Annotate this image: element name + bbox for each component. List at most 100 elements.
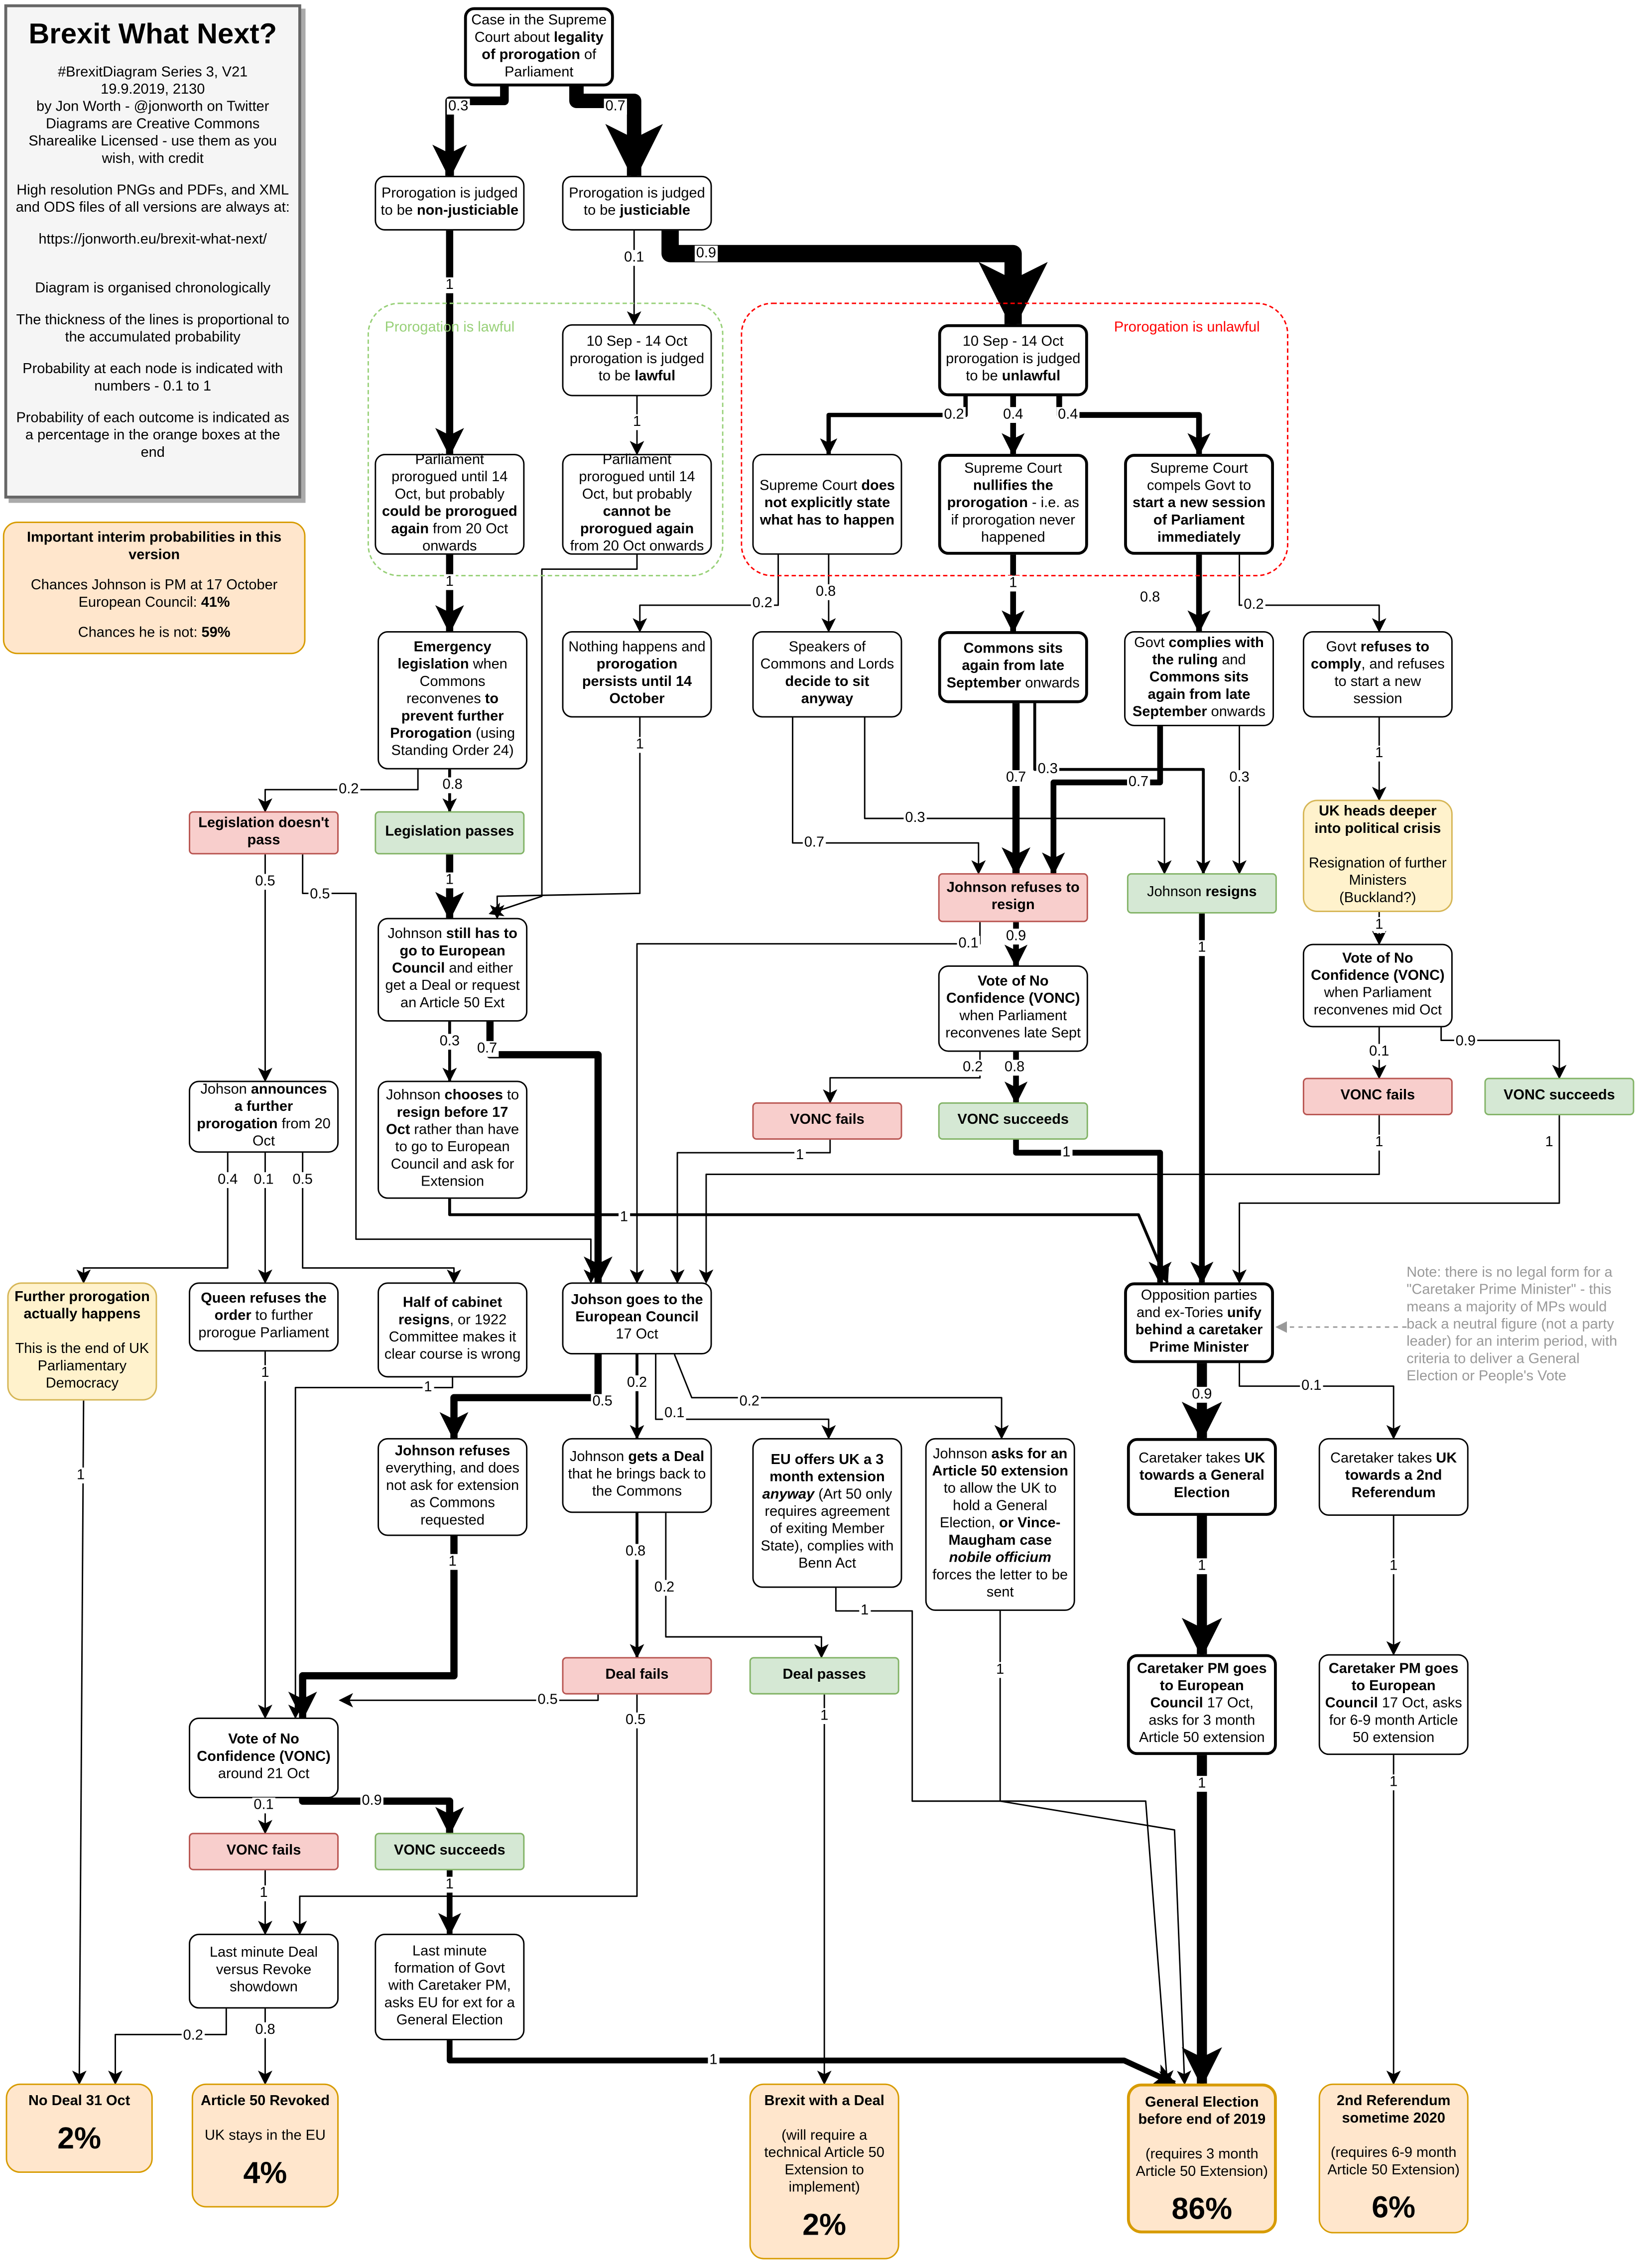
node-text: Caretaker PM goes to European Council 17… [1134,1661,1269,1748]
group-label-unlawful: Prorogation is unlawful [1114,320,1260,336]
node-text: Supreme Court nullifies the prorogation … [945,461,1081,548]
node-j-still: Johnson still has to go to European Coun… [378,918,528,1022]
edge-probability-label: 0.1 [623,250,646,266]
node-ct-ref: Caretaker takes UK towards a 2nd Referen… [1318,1438,1469,1516]
node-text: Vote of No Confidence (VONC) when Parlia… [1308,951,1447,1020]
edge-probability-label: 0.8 [1138,590,1162,606]
pm-chance-value: 41% [201,595,230,611]
node-text: Vote of No Confidence (VONC) around 21 O… [195,1732,333,1784]
node-text: Emergency legislation when Commons recon… [383,640,522,761]
node-text: Opposition parties and ex-Tories unify b… [1132,1288,1267,1357]
node-text-segment: Caretaker PM goes to European Council [1325,1661,1459,1712]
website-link[interactable]: https://jonworth.eu/brexit-what-next/ [38,232,267,248]
node-goes-ec: Johson goes to the European Council 17 O… [562,1282,712,1355]
node-text-segment: Deal passes [782,1667,866,1683]
node-vonc-succ21: VONC succeeds [375,1833,525,1870]
node-pm-ref: Caretaker PM goes to European Council 17… [1318,1654,1469,1755]
node-text-segment: gets a Deal [628,1449,705,1466]
node-text-segment: Johnson [387,926,446,942]
thickness-note: The thickness of the lines is proportion… [16,312,289,346]
node-sc-not: Supreme Court does not explicitly state … [752,454,902,555]
node-text: Half of cabinet resigns, or 1922 Committ… [383,1295,522,1364]
node-text-segment: and [1218,653,1246,669]
edge-probability-label: 0.8 [624,1544,647,1560]
edge-probability-label: 1 [444,1876,455,1893]
node-text-segment: from 20 Oct [252,1116,331,1150]
edge-probability-label: 0.3 [903,810,927,826]
node-text-segment: to further prorogue Parliament [198,1308,329,1342]
node-text-segment: resigns [1205,885,1257,901]
node-text-segment: This is the end of UK Parliamentary Demo… [15,1341,149,1392]
caretaker-note: Note: there is no legal form for a "Care… [1406,1265,1618,1385]
edge-arrow [439,1354,602,1441]
node-text-segment: to allow the UK to hold a General Electi… [940,1481,1057,1532]
edge-arrow [72,1400,87,2085]
node-text: Caretaker takes UK towards a General Ele… [1134,1451,1269,1503]
edge-probability-label: 0.9 [1005,929,1028,945]
edge-arrow [302,854,598,1284]
edge-probability-label: 0.1 [252,1172,275,1188]
node-queen: Queen refuses the order to further proro… [189,1282,339,1352]
node-text: Johnson chooses to resign before 17 Oct … [383,1088,522,1192]
node-text-segment: could be prorogued again [381,504,517,537]
edge-probability-label: 1 [859,1603,871,1619]
chronology-note: Diagram is organised chronologically [35,281,271,297]
edge-probability-label: 0.3 [1036,761,1059,778]
node-text-segment: nobile officium [949,1550,1051,1567]
node-text-segment: of Parliament [505,47,597,80]
node-text-segment: resign before 17 Oct [386,1105,508,1139]
node-text: Deal fails [605,1667,668,1685]
edge-probability-label: 1 [634,737,645,753]
node-text-segment: Case in the Supreme Court about [471,12,607,46]
interim-pm-chance: Chances Johnson is PM at 17 October Euro… [10,578,298,612]
node-text-segment: Johnson [1147,885,1206,901]
edge-probability-label: 0.2 [942,407,966,423]
node-text-segment: 10 Sep - 14 Oct prorogation is judged to… [569,334,705,385]
edge-arrow [108,2008,227,2085]
node-text: Parliament prorogued until 14 Oct, but p… [568,452,706,556]
edge-arrow [1239,554,1387,633]
node-cabinet: Half of cabinet resigns, or 1922 Committ… [378,1282,528,1378]
outcome-ref: 2nd Referendum sometime 2020(requires 6-… [1318,2083,1469,2234]
node-text-segment: that he brings back to the Commons [568,1467,706,1500]
interim-not-pm-chance: Chances he is not: 59% [10,625,298,643]
interim-probabilities-box: Important interim probabilities in this … [2,522,306,655]
node-text: Govt complies with the ruling and Common… [1130,636,1268,722]
node-text-segment: everything, and does not ask for extensi… [385,1461,519,1529]
node-text-segment: 10 Sep - 14 Oct prorogation is judged to… [946,334,1081,385]
node-uk-heads: UK heads deeper into political crisis Re… [1302,800,1453,913]
edge-probability-label: 1 [995,1662,1006,1678]
node-nothing: Nothing happens and prorogation persists… [562,631,712,718]
files-note: High resolution PNGs and PDFs, and XML a… [15,183,290,216]
node-text-segment: , and refuses to start a new session [1334,657,1445,708]
node-lawful: 10 Sep - 14 Oct prorogation is judged to… [562,324,712,397]
edge-arrow [76,1153,229,1284]
node-text-segment: Caretaker PM goes to European Council [1137,1661,1267,1712]
outcome-description: (will require a technical Article 50 Ext… [764,2128,884,2196]
node-eu-offers: EU offers UK a 3 month extension anyway … [752,1438,902,1588]
node-text: Johnson refuses to resign [944,880,1082,915]
node-text: Johson announces a further prorogation f… [195,1082,333,1151]
node-text-segment: refuses to comply [1311,640,1430,673]
node-announces: Johson announces a further prorogation f… [189,1080,339,1153]
node-sc-null: Supreme Court nullifies the prorogation … [938,454,1088,555]
node-text: VONC succeeds [394,1843,505,1861]
node-vonc-fails21: VONC fails [189,1833,339,1870]
edge-probability-label: 0.2 [181,2028,205,2044]
outcome-title: 2nd Referendum sometime 2020 [1337,2093,1451,2127]
node-text-segment: Half of cabinet resigns [398,1295,503,1329]
node-text: Supreme Court compels Govt to start a ne… [1132,461,1267,548]
edge-probability-label: 0.2 [1242,597,1265,613]
outcome-percentage: 2% [57,2122,102,2156]
edge-probability-label: 0.2 [652,1580,676,1596]
edge-probability-label: 0.2 [961,1060,985,1076]
node-text-segment: chooses [444,1087,503,1104]
edge-probability-label: 0.1 [1368,1044,1391,1060]
info-box: Brexit What Next? #BrexitDiagram Series … [4,4,301,499]
node-text: VONC fails [227,1843,301,1861]
node-speakers: Speakers of Commons and Lords decide to … [752,631,902,718]
node-text-segment: Further prorogation actually happens [14,1289,150,1323]
node-further-prorog: Further prorogation actually happens Thi… [7,1282,157,1401]
node-text-segment: Vote of No Confidence (VONC) [197,1732,331,1765]
